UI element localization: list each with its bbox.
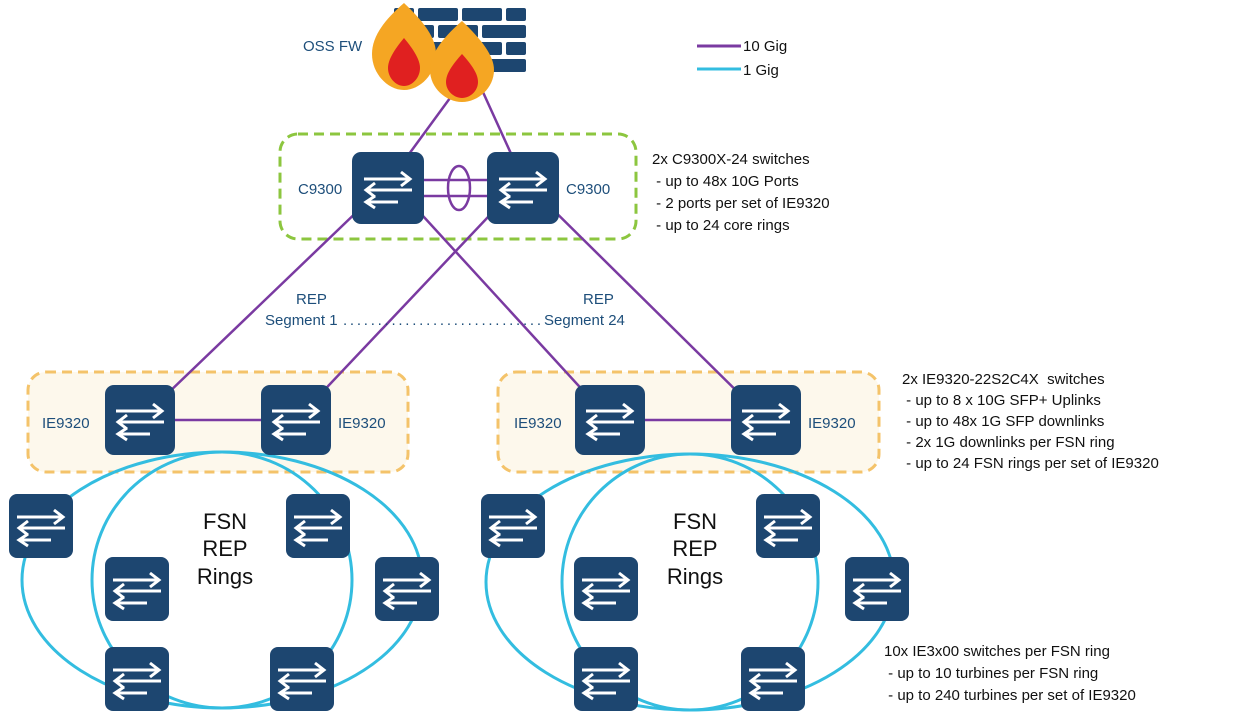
- ring-title-line: REP: [202, 536, 247, 561]
- core-switch-left-label: C9300: [298, 181, 342, 198]
- distribution-switch[interactable]: [261, 385, 331, 455]
- flame-icon: [430, 21, 494, 102]
- port-channel-bundle: [446, 164, 472, 212]
- access-note-line: 10x IE3x00 switches per FSN ring: [884, 643, 1110, 660]
- distribution-switch[interactable]: [105, 385, 175, 455]
- ten-gig-links: [139, 67, 767, 422]
- access-switch[interactable]: [756, 494, 820, 558]
- access-switch[interactable]: [574, 647, 638, 711]
- core-switch-right-label: C9300: [566, 181, 610, 198]
- access-switch[interactable]: [375, 557, 439, 621]
- ring-title-line: FSN: [673, 509, 717, 534]
- distribution-switch-label: IE9320: [338, 415, 386, 432]
- access-switch[interactable]: [741, 647, 805, 711]
- firewall-label: OSS FW: [303, 38, 363, 55]
- segment-dots: .............................: [343, 312, 541, 329]
- distribution-switch[interactable]: [575, 385, 645, 455]
- core-note-line: 2x C9300X-24 switches: [652, 151, 810, 168]
- ring-title-line: REP: [672, 536, 717, 561]
- legend-ten-gig-label: 10 Gig: [743, 38, 787, 55]
- distribution-switch[interactable]: [731, 385, 801, 455]
- segment-right-line1: REP: [583, 291, 614, 308]
- distribution-switch-label: IE9320: [514, 415, 562, 432]
- core-note-line: - 2 ports per set of IE9320: [652, 195, 830, 212]
- legend-one-gig-label: 1 Gig: [743, 62, 779, 79]
- ring-title-line: Rings: [197, 564, 253, 589]
- access-switch[interactable]: [286, 494, 350, 558]
- ring-title-left: FSN REP Rings: [197, 509, 253, 589]
- access-note-line: - up to 240 turbines per set of IE9320: [884, 687, 1136, 704]
- core-note-line: - up to 48x 10G Ports: [652, 173, 799, 190]
- legend: 10 Gig 1 Gig: [697, 38, 787, 79]
- access-switch[interactable]: [9, 494, 73, 558]
- access-switch[interactable]: [481, 494, 545, 558]
- core-switch-right[interactable]: [487, 152, 559, 224]
- segment-right-line2: Segment 24: [544, 312, 625, 329]
- segment-left-line2: Segment 1: [265, 312, 338, 329]
- core-group-box: [278, 132, 638, 241]
- segment-left-line1: REP: [296, 291, 327, 308]
- access-note-line: - up to 10 turbines per FSN ring: [884, 665, 1098, 682]
- ring-title-line: Rings: [667, 564, 723, 589]
- distribution-switch-label: IE9320: [808, 415, 856, 432]
- firewall-icon: [372, 3, 526, 102]
- distribution-note-line: - up to 8 x 10G SFP+ Uplinks: [902, 392, 1101, 409]
- flame-icon: [372, 3, 436, 90]
- core-switch-left[interactable]: [352, 152, 424, 224]
- access-switch[interactable]: [105, 647, 169, 711]
- distribution-note-line: - up to 48x 1G SFP downlinks: [902, 413, 1104, 430]
- core-note-line: - up to 24 core rings: [652, 217, 790, 234]
- ring-title-right: FSN REP Rings: [667, 509, 723, 589]
- access-switch[interactable]: [845, 557, 909, 621]
- access-switch[interactable]: [270, 647, 334, 711]
- access-switch[interactable]: [105, 557, 169, 621]
- distribution-note-line: - 2x 1G downlinks per FSN ring: [902, 434, 1115, 451]
- distribution-note-line: - up to 24 FSN rings per set of IE9320: [902, 455, 1159, 472]
- access-notes: 10x IE3x00 switches per FSN ring - up to…: [884, 643, 1136, 704]
- distribution-notes: 2x IE9320-22S2C4X switches - up to 8 x 1…: [902, 371, 1159, 472]
- distribution-note-line: 2x IE9320-22S2C4X switches: [902, 371, 1105, 388]
- ring-title-line: FSN: [203, 509, 247, 534]
- access-switch[interactable]: [574, 557, 638, 621]
- distribution-switch-label: IE9320: [42, 415, 90, 432]
- core-notes: 2x C9300X-24 switches - up to 48x 10G Po…: [652, 151, 830, 234]
